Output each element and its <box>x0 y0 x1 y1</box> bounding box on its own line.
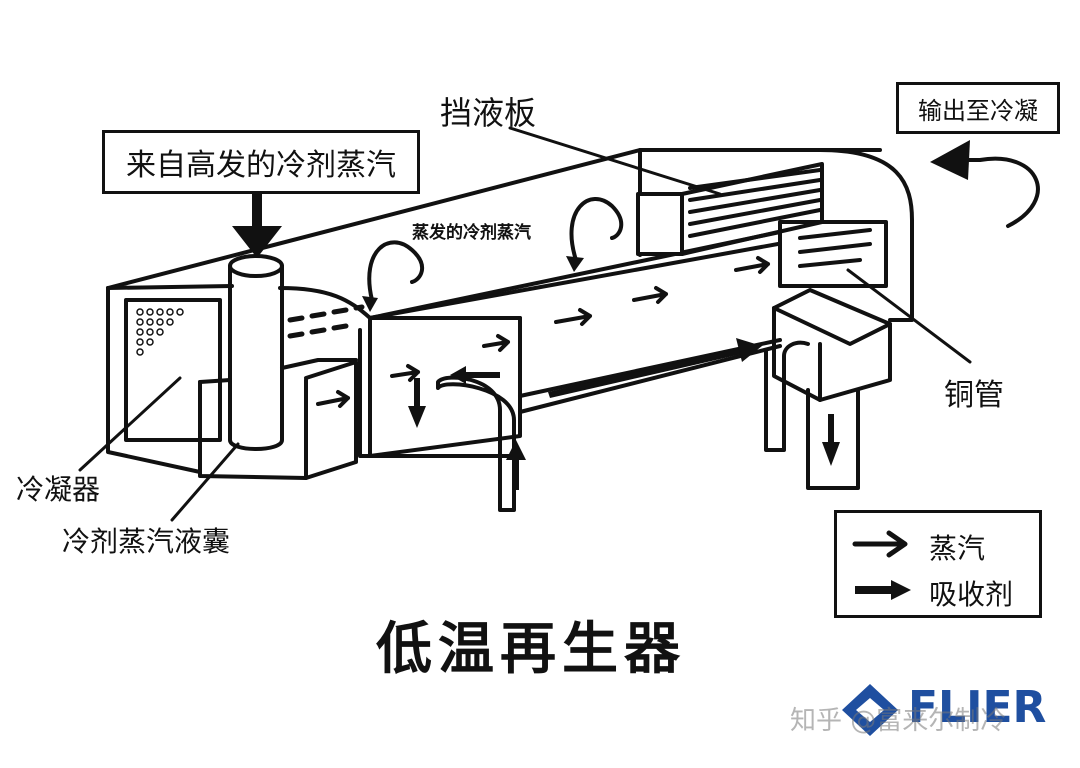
leader-sac <box>170 442 240 522</box>
output-curve-arrow <box>954 156 1040 228</box>
body-top-front <box>278 286 522 320</box>
logo-text: FLIER <box>908 682 1046 733</box>
right-u-tube <box>764 340 810 452</box>
sac-box-front <box>198 378 308 480</box>
evap-curve-arrow-1 <box>367 240 425 302</box>
leader-copper <box>846 268 972 364</box>
left-end-face <box>106 286 202 474</box>
baffle-box <box>636 192 684 256</box>
right-header-top <box>772 288 892 346</box>
label-condenser: 冷凝器 <box>16 473 101 506</box>
label-copper-tube: 铜管 <box>944 378 1004 413</box>
front-box <box>368 316 522 458</box>
leader-condenser <box>78 376 182 472</box>
body-front <box>358 328 522 458</box>
legend: 蒸汽 吸收剂 <box>834 510 1042 618</box>
label-baffle: 挡液板 <box>440 94 537 132</box>
label-refrigerant-vapor-sac: 冷剂蒸汽液囊 <box>62 525 231 558</box>
center-u-tube <box>436 375 516 512</box>
right-outlet-pipe <box>806 388 860 490</box>
vapor-inlet-arrow <box>232 190 282 258</box>
legend-vapor-label: 蒸汽 <box>929 532 986 565</box>
legend-row-absorbent: 吸收剂 <box>837 569 1039 611</box>
sac-box-top <box>198 358 358 384</box>
vapor-arrow-icon <box>852 530 908 558</box>
watermark: 知乎 @富来尔制冷 <box>790 706 1007 736</box>
shell-right-hood <box>818 148 914 322</box>
label-output-to-condenser: 输出至冷凝 <box>896 82 1060 134</box>
inner-tube-top <box>368 238 822 320</box>
evap-curve-arrow-2 <box>569 197 624 262</box>
legend-row-vapor: 蒸汽 <box>837 523 1039 565</box>
brand-logo: FLIER <box>842 682 1046 736</box>
long-bottom <box>518 344 782 414</box>
label-evaporated-refrigerant: 蒸发的冷剂蒸汽 <box>412 223 531 243</box>
legend-absorbent-label: 吸收剂 <box>929 578 1014 611</box>
left-end-inner <box>106 284 234 290</box>
inlet-cylinder <box>228 264 284 451</box>
absorbent-arrow-icon <box>855 580 911 600</box>
leader-baffle <box>508 126 722 196</box>
diagram-title: 低温再生器 <box>376 617 686 682</box>
label-from-high-generator: 来自高发的冷剂蒸汽 <box>102 130 420 194</box>
inlet-cylinder-top <box>228 254 284 278</box>
sac-box-side <box>304 360 358 480</box>
